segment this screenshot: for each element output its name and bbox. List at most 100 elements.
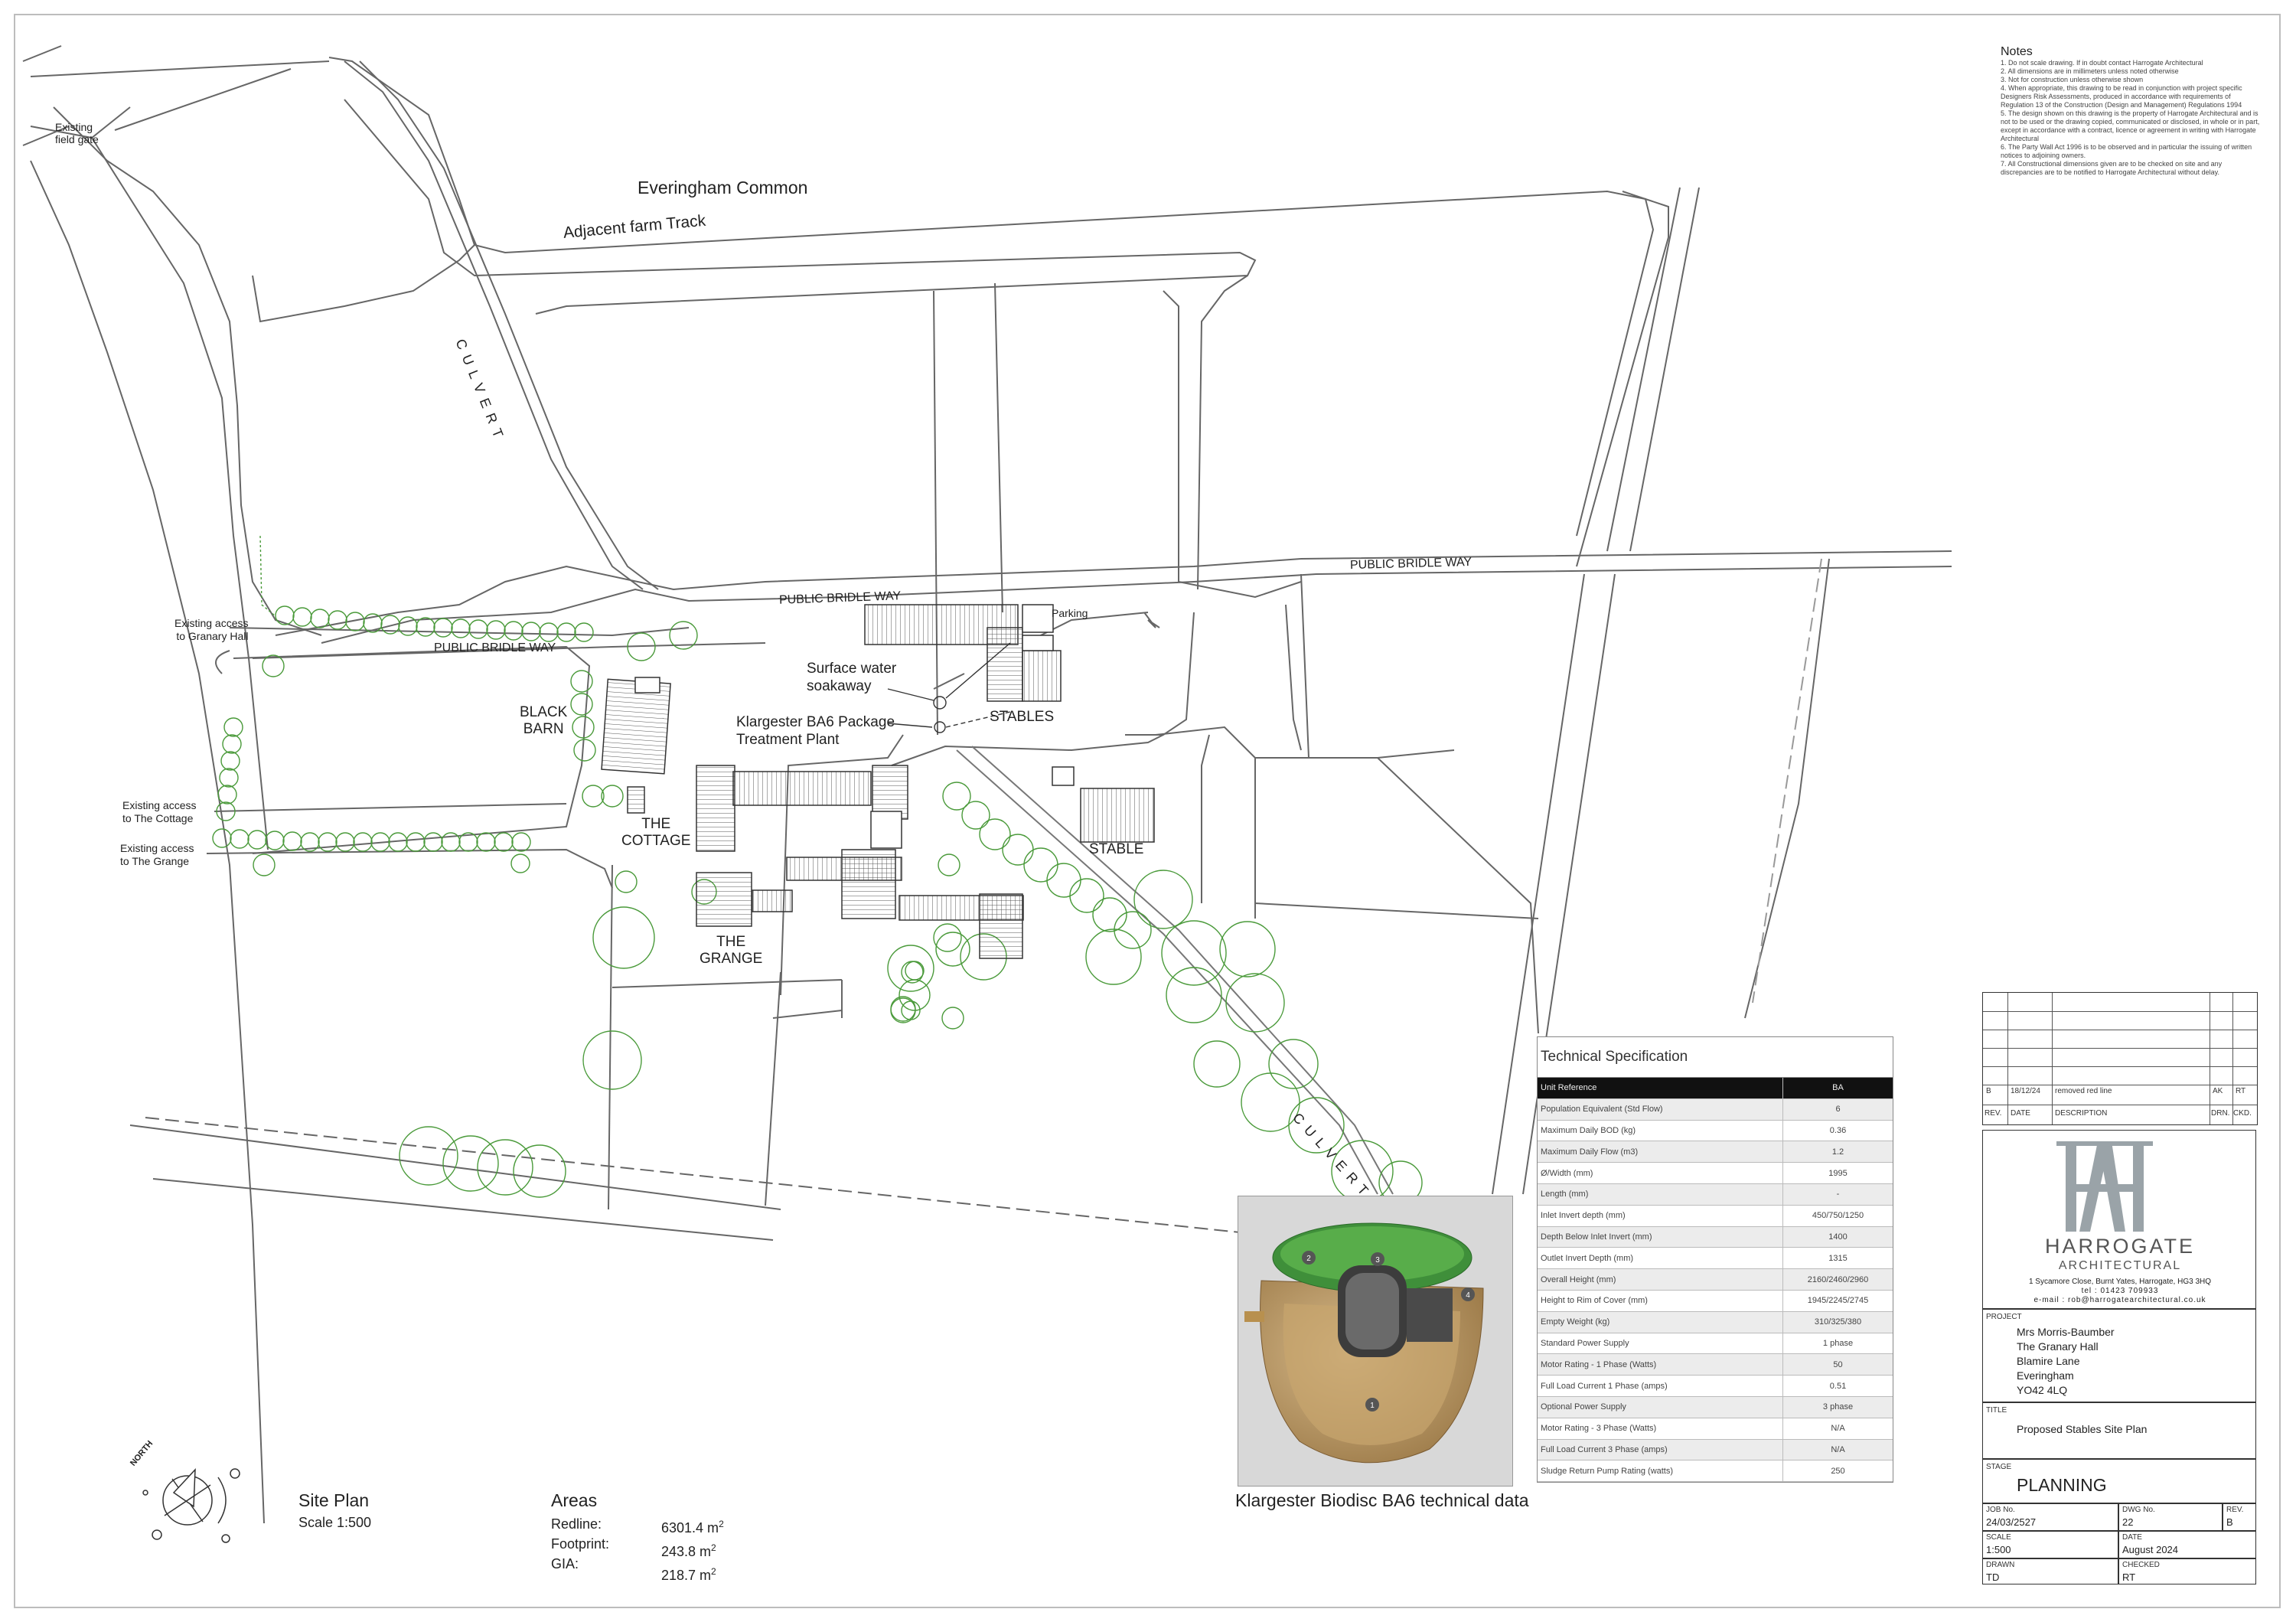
spec-value: 250: [1782, 1460, 1893, 1483]
biodisc-tank-illustration: 1 2 3 4: [1244, 1222, 1484, 1464]
areas-labels: Redline: Footprint: GIA:: [551, 1514, 609, 1574]
callout-2: [1302, 1251, 1316, 1265]
spec-row: Maximum Daily BOD (kg)0.36: [1538, 1120, 1893, 1142]
spec-parameter: Standard Power Supply: [1538, 1333, 1783, 1355]
spec-parameter: Full Load Current 1 Phase (amps): [1538, 1375, 1783, 1397]
label-line: Surface water: [807, 661, 897, 677]
spec-value: 1400: [1782, 1226, 1893, 1248]
area-value-gia: 218.7 m2: [661, 1562, 724, 1585]
spec-parameter: Sludge Return Pump Rating (watts): [1538, 1460, 1783, 1483]
revision-table: B 18/12/24 removed red line AK RT REV. D…: [1982, 992, 2258, 1125]
spec-row: Ø/Width (mm)1995: [1538, 1162, 1893, 1184]
company-name: HARROGATE: [2044, 1235, 2195, 1258]
area-sup: 2: [711, 1542, 716, 1553]
stage-value: PLANNING: [2017, 1475, 2107, 1495]
note-item: 3. Not for construction unless otherwise…: [2001, 76, 2144, 83]
area-value: 218.7 m: [661, 1568, 712, 1583]
scale-label: SCALE: [1986, 1533, 2011, 1542]
rev-letter: B: [1986, 1087, 1991, 1095]
spec-value: 6: [1782, 1098, 1893, 1121]
job-no-label: JOB No.: [1986, 1506, 2015, 1514]
company-sub: ARCHITECTURAL: [2058, 1259, 2182, 1272]
spec-row: Motor Rating - 1 Phase (Watts)50: [1538, 1353, 1893, 1376]
job-no: 24/03/2527: [1986, 1516, 2037, 1528]
label-everingham-common: Everingham Common: [638, 178, 808, 197]
harrogate-logo-icon: [2056, 1141, 2153, 1232]
spec-row: Height to Rim of Cover (mm)1945/2245/274…: [1538, 1290, 1893, 1312]
notes-panel: Notes 1. Do not scale drawing. If in dou…: [2001, 46, 2261, 177]
callout-1-text: 1: [1370, 1402, 1375, 1410]
drawn-value: TD: [1986, 1571, 2000, 1583]
spec-row: Population Equivalent (Std Flow)6: [1538, 1098, 1893, 1121]
label-line: to The Cottage: [122, 812, 194, 824]
label-black-barn: BLACK BARN: [520, 704, 567, 738]
job-no-box: JOB No. 24/03/2527: [1982, 1503, 2118, 1531]
spec-value: 1 phase: [1782, 1333, 1893, 1355]
label-line: THE: [716, 934, 746, 950]
rev-description: removed red line: [2055, 1087, 2112, 1095]
label-line: Existing access: [174, 617, 249, 629]
label-existing-access-grange: Existing access to The Grange: [120, 842, 194, 868]
spec-parameter: Height to Rim of Cover (mm): [1538, 1290, 1783, 1312]
note-item: 4. When appropriate, this drawing to be …: [2001, 84, 2242, 109]
company-address: 1 Sycamore Close, Burnt Yates, Harrogate…: [2028, 1278, 2212, 1286]
checked-label: CHECKED: [2122, 1561, 2160, 1569]
spec-value: 1995: [1782, 1162, 1893, 1184]
spec-value: 3 phase: [1782, 1396, 1893, 1418]
spec-value: -: [1782, 1183, 1893, 1206]
project-line: Blamire Lane: [2017, 1355, 2080, 1367]
area-value: 243.8 m: [661, 1544, 712, 1559]
rev-header-ckd: CKD.: [2233, 1109, 2252, 1118]
date-label: DATE: [2122, 1533, 2142, 1542]
spec-parameter: Unit Reference: [1538, 1078, 1783, 1099]
spec-row: Empty Weight (kg)310/325/380: [1538, 1311, 1893, 1333]
label-stables: STABLES: [990, 709, 1055, 725]
spec-value: 310/325/380: [1782, 1311, 1893, 1333]
scale-value: 1:500: [1986, 1544, 2011, 1555]
note-item: 2. All dimensions are in millimeters unl…: [2001, 67, 2179, 75]
spec-value: 0.51: [1782, 1375, 1893, 1397]
label-existing-field-gate: Existing field gate: [55, 121, 99, 145]
rev-date: 18/12/24: [2011, 1087, 2040, 1095]
spec-parameter: Length (mm): [1538, 1183, 1783, 1206]
date-value: August 2024: [2122, 1544, 2179, 1555]
rev-drawn: AK: [2213, 1087, 2223, 1095]
label-klargester-plant: Klargester BA6 Package Treatment Plant: [736, 713, 895, 749]
rev-header-date: DATE: [2011, 1109, 2030, 1118]
note-item: 1. Do not scale drawing. If in doubt con…: [2001, 59, 2203, 67]
project-line: YO42 4LQ: [2017, 1384, 2068, 1396]
spec-row: Inlet Invert depth (mm)450/750/1250: [1538, 1205, 1893, 1227]
spec-row: Outlet Invert Depth (mm)1315: [1538, 1247, 1893, 1270]
product-caption: Klargester Biodisc BA6 technical data: [1235, 1490, 1529, 1510]
label-existing-access-granary: Existing access to Granary Hall: [174, 617, 248, 643]
label-line: Klargester BA6 Package: [736, 714, 895, 730]
spec-parameter: Empty Weight (kg): [1538, 1311, 1783, 1333]
spec-value: 0.36: [1782, 1120, 1893, 1142]
spec-value: 450/750/1250: [1782, 1205, 1893, 1227]
spec-value: 1.2: [1782, 1141, 1893, 1163]
spec-row: Length (mm)-: [1538, 1183, 1893, 1206]
date-box: DATE August 2024: [2118, 1531, 2256, 1558]
spec-value: 1945/2245/2745: [1782, 1290, 1893, 1312]
spec-value: N/A: [1782, 1418, 1893, 1440]
label-line: BARN: [523, 721, 564, 737]
spec-parameter: Inlet Invert depth (mm): [1538, 1205, 1783, 1227]
callout-4: [1461, 1287, 1475, 1301]
spec-parameter: Motor Rating - 3 Phase (Watts): [1538, 1418, 1783, 1440]
spec-parameter: Optional Power Supply: [1538, 1396, 1783, 1418]
areas-values: 6301.4 m2 243.8 m2 218.7 m2: [661, 1514, 724, 1585]
rev-box: REV. B: [2223, 1503, 2256, 1531]
label-existing-access-cottage: Existing access to The Cottage: [122, 799, 196, 825]
spec-value: 2160/2460/2960: [1782, 1268, 1893, 1291]
note-item: 5. The design shown on this drawing is t…: [2001, 109, 2260, 142]
project-details: Mrs Morris-Baumber The Granary Hall Blam…: [2017, 1325, 2115, 1398]
label-parking: Parking: [1052, 607, 1088, 619]
area-sup: 2: [719, 1519, 724, 1529]
project-line: Everingham: [2017, 1369, 2074, 1382]
spec-value: 1315: [1782, 1247, 1893, 1270]
checked-box: CHECKED RT: [2118, 1558, 2256, 1584]
